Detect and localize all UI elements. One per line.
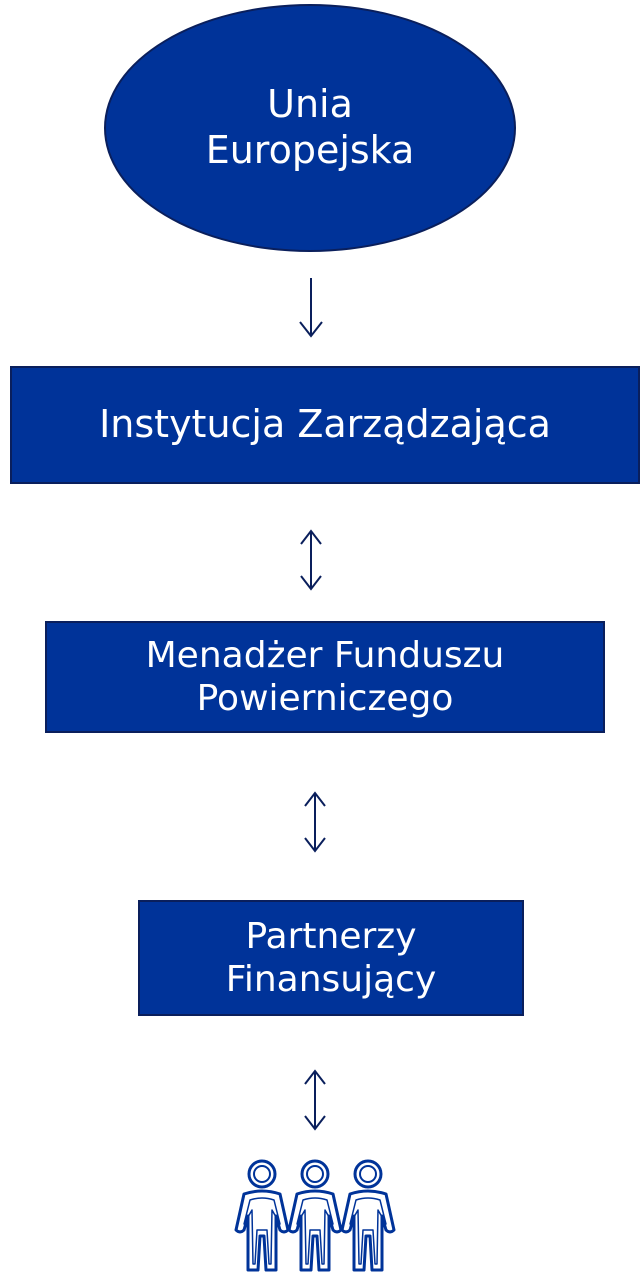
node-label-line: Finansujący — [225, 959, 437, 1000]
node-partnerzy-finansujacy: Partnerzy Finansujący — [138, 900, 524, 1016]
node-menadzer-funduszu: Menadżer Funduszu Powierniczego — [45, 621, 605, 733]
node-label-line: Unia — [267, 82, 353, 127]
node-label-line: Menadżer Funduszu — [145, 634, 505, 676]
node-instytucja-zarzadzajaca: Instytucja Zarządzająca — [10, 366, 640, 484]
arrow-bidirectional-icon — [304, 1069, 326, 1131]
node-label-line: Partnerzy — [245, 915, 417, 957]
arrow-bidirectional-icon — [304, 791, 326, 853]
node-label-line: Europejska — [205, 128, 415, 172]
arrow-down-icon — [299, 278, 323, 338]
node-unia-europejska: Unia Europejska — [104, 4, 516, 252]
group-of-people-icon — [234, 1159, 396, 1272]
node-label-line: Instytucja Zarządzająca — [99, 402, 551, 447]
arrow-bidirectional-icon — [300, 529, 322, 591]
node-label-line: Powierniczego — [196, 678, 454, 719]
